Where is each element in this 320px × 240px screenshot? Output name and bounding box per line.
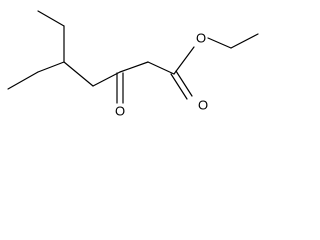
bond-ester-carbon-to-oxygen [173,46,195,75]
ketone-oxygen-label: O [115,103,125,118]
ester-oxygen-label: O [196,30,206,45]
bond-ch2-to-ketone-carbon [92,71,121,87]
bond-ester-carbonyl-double-1 [170,73,188,100]
bond-ethyl-terminal [230,33,259,49]
bond-ester-carbonyl-double-2 [175,70,193,97]
ester-carbonyl-oxygen-label: O [198,97,208,112]
bond-branch-to-ch2 [63,61,94,87]
bond-ketone-carbon-to-ch2 [119,61,149,73]
bond-ch2-to-ester-carbon [147,61,175,75]
bond-oxygen-to-ethyl [207,37,232,49]
bond-ethyl-lower [7,71,39,90]
bond-ethyl-top [37,10,65,27]
skeletal-structure: O O O [7,10,259,119]
bond-ethyl-lower-to-branch [37,61,65,73]
